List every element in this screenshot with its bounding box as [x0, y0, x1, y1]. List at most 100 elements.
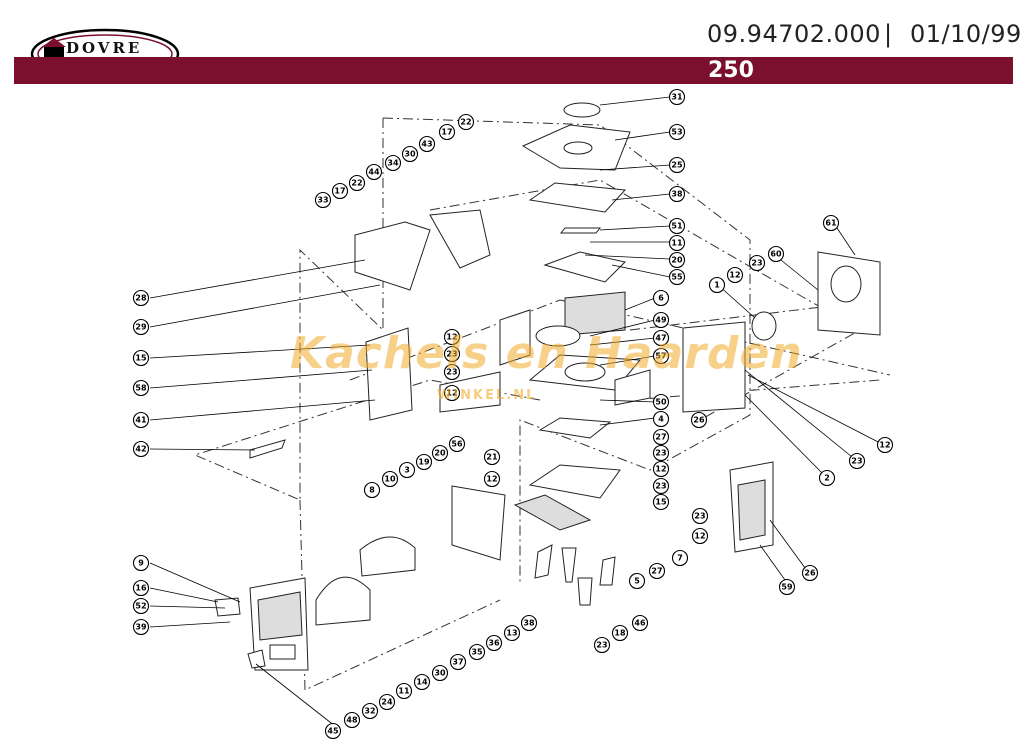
- callout-61: 61: [822, 214, 840, 232]
- callout-48: 48: [343, 711, 361, 729]
- callout-50: 50: [652, 393, 670, 411]
- callout-23f: 23: [443, 363, 461, 381]
- callout-31: 31: [668, 88, 686, 106]
- svg-text:30: 30: [404, 150, 416, 159]
- svg-text:6: 6: [658, 294, 664, 303]
- callout-43: 43: [418, 135, 436, 153]
- callout-28: 28: [132, 289, 150, 307]
- callout-10: 10: [381, 470, 399, 488]
- callout-20: 20: [668, 251, 686, 269]
- svg-text:15: 15: [135, 354, 147, 363]
- callout-15b: 15: [132, 349, 150, 367]
- svg-text:12: 12: [879, 441, 890, 450]
- callout-6: 6: [652, 289, 670, 307]
- svg-text:37: 37: [452, 658, 463, 667]
- callout-5: 5: [628, 572, 646, 590]
- callout-22a: 22: [457, 113, 475, 131]
- svg-text:11: 11: [398, 687, 410, 696]
- left-side-panel: [249, 209, 501, 459]
- callout-25: 25: [668, 156, 686, 174]
- callout-8: 8: [363, 481, 381, 499]
- callout-12e: 12: [483, 470, 501, 488]
- callout-57: 57: [652, 347, 670, 365]
- svg-text:52: 52: [135, 602, 146, 611]
- svg-text:12: 12: [446, 333, 457, 342]
- callout-45: 45: [324, 722, 342, 740]
- svg-text:49: 49: [655, 316, 667, 325]
- svg-text:56: 56: [451, 440, 463, 449]
- callout-9: 9: [132, 554, 150, 572]
- callout-23g: 23: [748, 254, 766, 272]
- watermark-subtext: WINKEL.NL: [437, 388, 537, 403]
- svg-text:31: 31: [671, 93, 683, 102]
- callout-12g: 12: [876, 436, 894, 454]
- svg-text:13: 13: [506, 629, 517, 638]
- svg-text:47: 47: [655, 334, 666, 343]
- svg-text:12: 12: [694, 532, 705, 541]
- callout-27b: 27: [648, 562, 666, 580]
- svg-text:55: 55: [671, 273, 683, 282]
- callout-27a: 27: [652, 428, 670, 446]
- svg-text:32: 32: [364, 707, 375, 716]
- svg-text:27: 27: [651, 567, 662, 576]
- svg-text:17: 17: [441, 128, 452, 137]
- callout-4: 4: [652, 410, 670, 428]
- svg-text:45: 45: [327, 727, 339, 736]
- callout-30b: 30: [431, 664, 449, 682]
- callout-38: 38: [668, 185, 686, 203]
- svg-text:46: 46: [634, 619, 646, 628]
- brand-name: DOVRE: [66, 39, 143, 57]
- callout-20b: 20: [431, 444, 449, 462]
- callout-2: 2: [818, 469, 836, 487]
- svg-text:39: 39: [135, 623, 147, 632]
- callout-1: 1: [708, 276, 726, 294]
- callout-16: 16: [132, 579, 150, 597]
- callout-56: 56: [448, 435, 466, 453]
- callout-33: 33: [314, 191, 332, 209]
- svg-text:27: 27: [655, 433, 666, 442]
- callout-13: 13: [503, 624, 521, 642]
- callout-14: 14: [413, 673, 431, 691]
- svg-text:33: 33: [317, 196, 328, 205]
- callout-12b: 12: [691, 527, 709, 545]
- callout-12a: 12: [652, 460, 670, 478]
- svg-text:22: 22: [351, 179, 362, 188]
- callout-23a: 23: [652, 444, 670, 462]
- callout-17a: 17: [438, 123, 456, 141]
- baffle-parts: [499, 251, 651, 439]
- callout-52: 52: [132, 597, 150, 615]
- svg-text:23: 23: [655, 482, 666, 491]
- callout-23b: 23: [652, 477, 670, 495]
- callout-12f: 12: [726, 266, 744, 284]
- rear-panel: [682, 251, 881, 413]
- callout-59: 59: [778, 578, 796, 596]
- svg-text:61: 61: [825, 219, 837, 228]
- svg-text:26: 26: [693, 416, 705, 425]
- callout-15a: 15: [652, 493, 670, 511]
- svg-text:34: 34: [387, 159, 399, 168]
- svg-text:60: 60: [770, 250, 782, 259]
- svg-text:11: 11: [671, 239, 683, 248]
- model-number: 250: [708, 58, 754, 83]
- svg-text:19: 19: [418, 458, 430, 467]
- svg-text:25: 25: [671, 161, 683, 170]
- callout-3: 3: [398, 461, 416, 479]
- callout-34: 34: [384, 154, 402, 172]
- svg-text:22: 22: [460, 118, 471, 127]
- right-side-door: [729, 461, 774, 553]
- callout-23h: 23: [848, 452, 866, 470]
- front-door-assembly: [214, 536, 416, 671]
- callout-39: 39: [132, 618, 150, 636]
- svg-text:12: 12: [655, 465, 666, 474]
- callout-32: 32: [361, 702, 379, 720]
- svg-text:57: 57: [655, 352, 666, 361]
- callout-55: 55: [668, 268, 686, 286]
- svg-text:35: 35: [471, 648, 483, 657]
- svg-text:43: 43: [421, 140, 432, 149]
- callout-47: 47: [652, 329, 670, 347]
- callout-37: 37: [449, 653, 467, 671]
- svg-text:38: 38: [671, 190, 683, 199]
- svg-text:17: 17: [334, 187, 345, 196]
- document-date: 01/10/99: [910, 20, 1022, 48]
